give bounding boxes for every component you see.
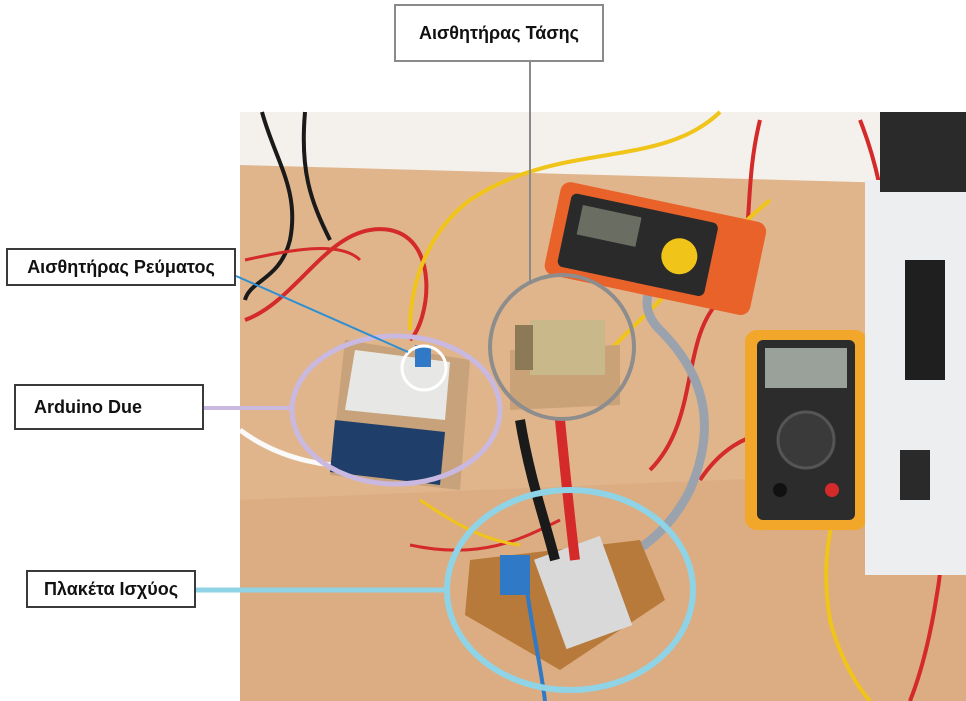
arduino-label: Arduino Due — [14, 384, 204, 430]
current-sensor-leader-line — [235, 275, 409, 353]
yellow-cable — [408, 110, 722, 331]
red-cable — [244, 227, 429, 342]
power-board-label: Πλακέτα Ισχύος — [26, 570, 196, 608]
arduino-label-text: Arduino Due — [34, 396, 142, 417]
voltage-sensor-transformer — [510, 320, 620, 410]
red-cable — [244, 246, 362, 262]
power-board — [465, 419, 665, 701]
power-supply-unit — [865, 112, 966, 575]
voltage-sensor-label-text: Αισθητήρας Τάσης — [418, 22, 580, 43]
black-cable — [301, 111, 332, 241]
voltage-sensor-label: Αισθητήρας Τάσης — [394, 4, 604, 62]
yellow-multimeter — [745, 330, 867, 530]
yellow-cable — [419, 498, 521, 547]
power-board-label-text: Πλακέτα Ισχύος — [43, 578, 179, 599]
orange-multimeter — [544, 182, 767, 316]
current-sensor-label: Αισθητήρας Ρεύματος — [6, 248, 236, 286]
voltage-sensor-highlight-ring — [488, 273, 636, 421]
arduino-due-board — [330, 340, 470, 490]
current-sensor-highlight-ring — [400, 344, 448, 392]
current-sensor-label-text: Αισθητήρας Ρεύματος — [27, 256, 215, 277]
photograph — [238, 110, 966, 701]
